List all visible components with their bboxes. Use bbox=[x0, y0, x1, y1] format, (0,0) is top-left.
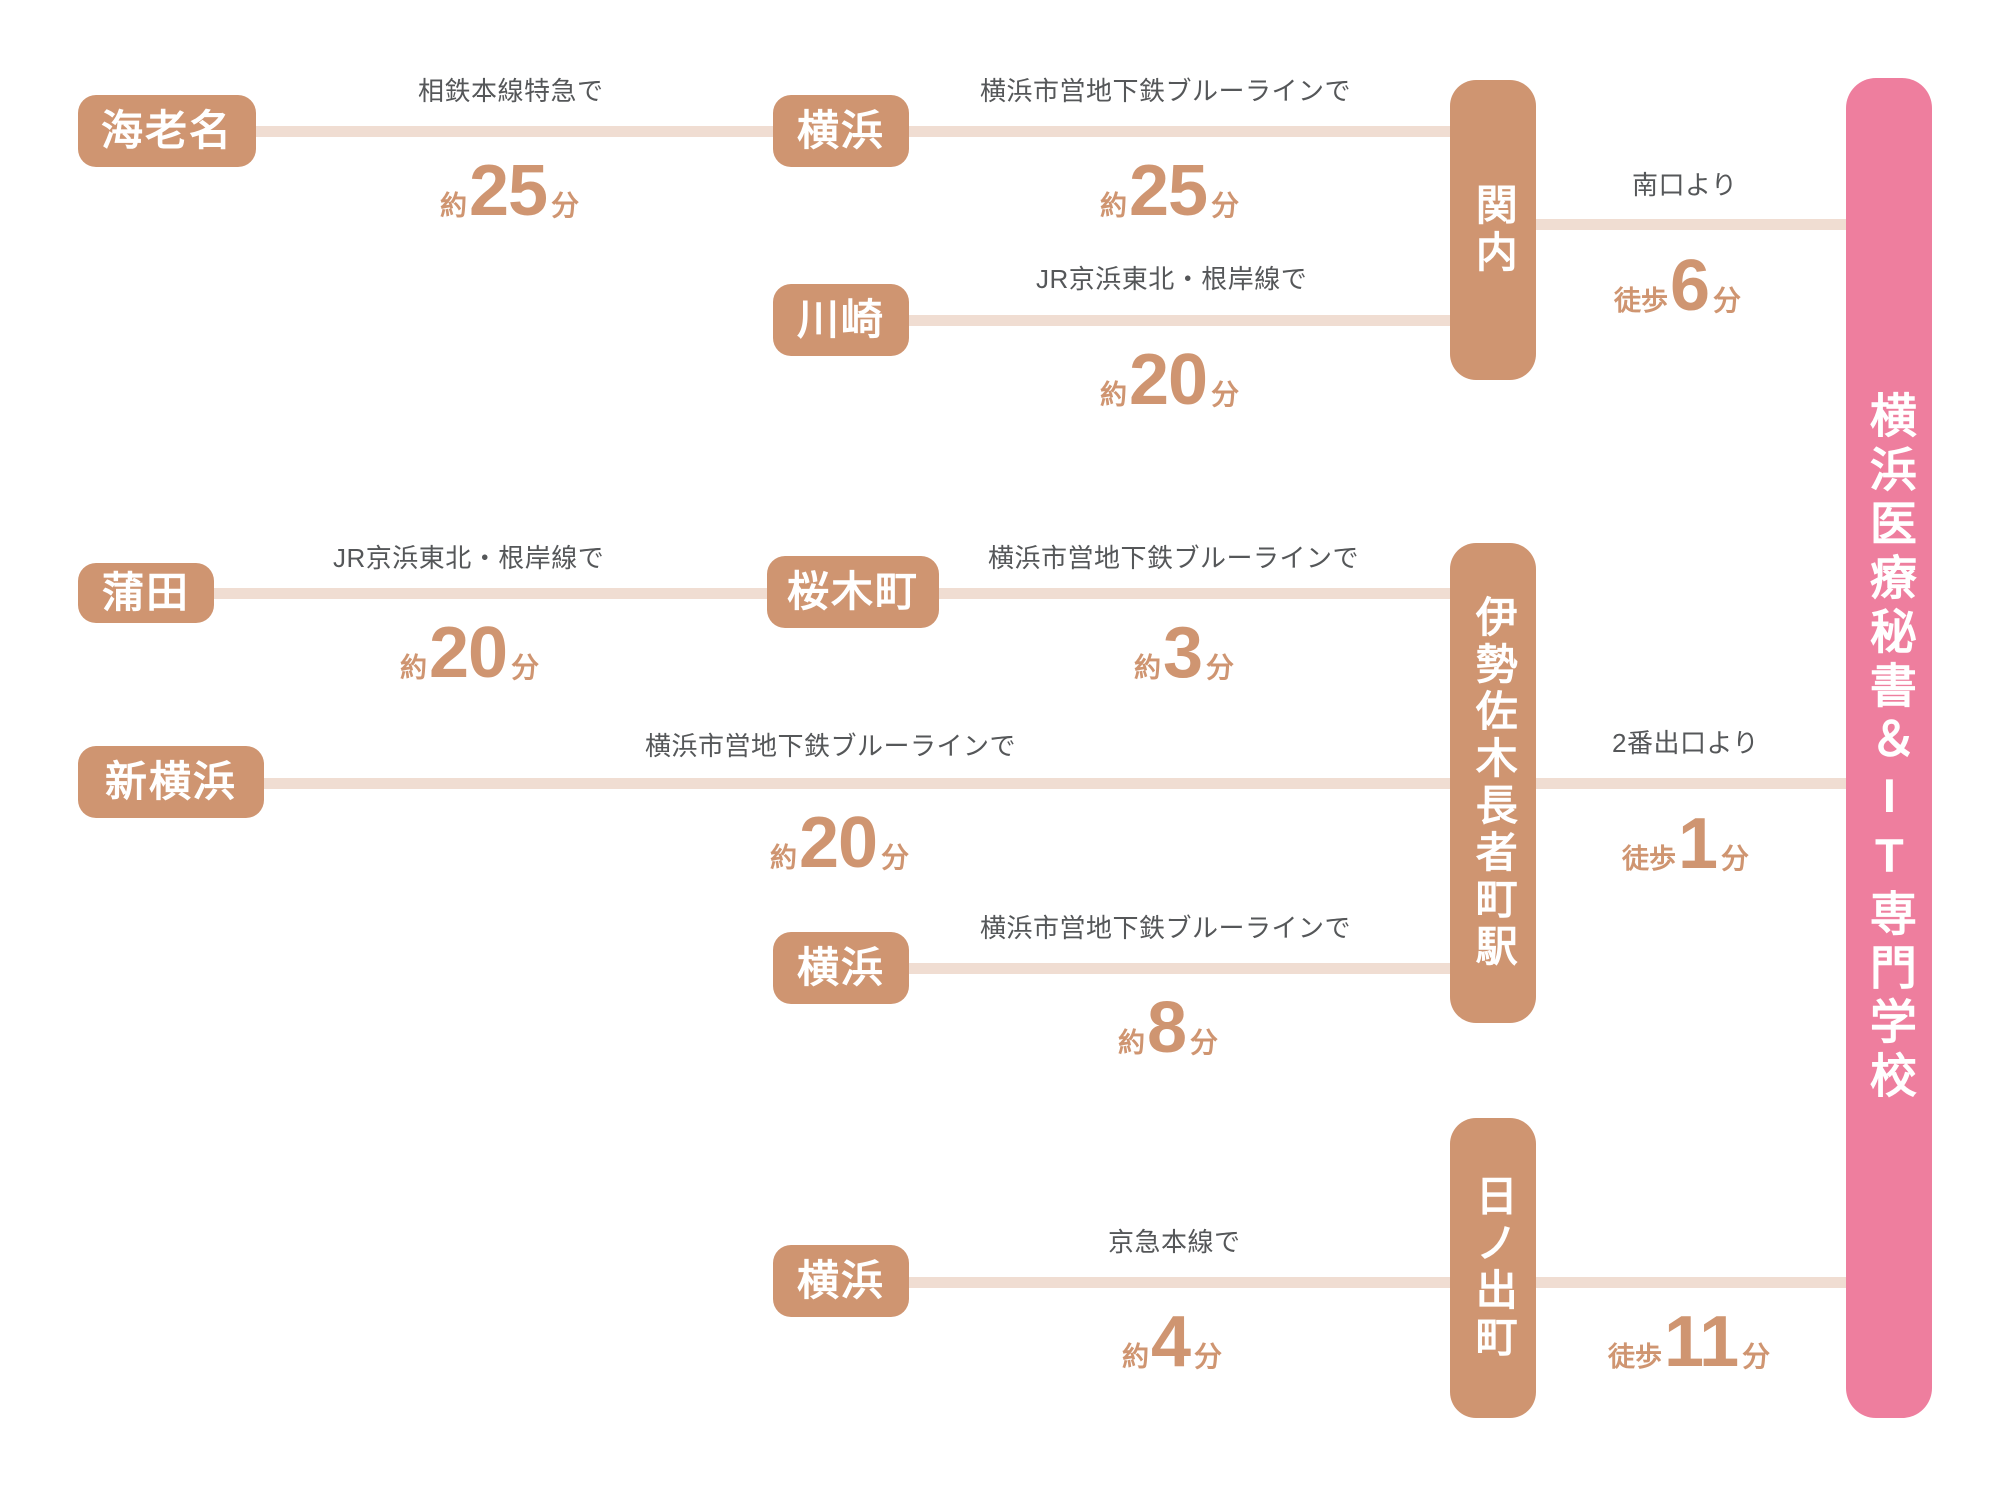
walk-prefix: 徒歩 bbox=[1622, 844, 1676, 874]
duration-value: 20 bbox=[799, 803, 878, 883]
duration-prefix: 約 bbox=[1134, 653, 1161, 683]
route-duration: 約 20 分 bbox=[1100, 344, 1239, 416]
connector-line bbox=[905, 315, 1450, 326]
connector-line bbox=[905, 1277, 1450, 1288]
walk-prefix: 徒歩 bbox=[1614, 286, 1668, 316]
route-duration: 約 3 分 bbox=[1134, 617, 1234, 689]
route-duration: 約 25 分 bbox=[440, 155, 579, 227]
hub-station-hinodecho[interactable]: 日ノ出町 bbox=[1450, 1118, 1536, 1418]
connector-line bbox=[1536, 778, 1846, 789]
hub-station-isezakichojamachi[interactable]: 伊勢佐木長者町駅 bbox=[1450, 543, 1536, 1023]
hub-station-label: 日ノ出町 bbox=[1470, 1174, 1518, 1362]
duration-prefix: 約 bbox=[1122, 1342, 1149, 1372]
hub-station-label: 関内 bbox=[1470, 183, 1518, 277]
duration-prefix: 約 bbox=[400, 653, 427, 683]
route-label: 横浜市営地下鉄ブルーラインで bbox=[645, 731, 1017, 761]
duration-value: 8 bbox=[1147, 988, 1187, 1068]
station-pill-kamata[interactable]: 蒲田 bbox=[78, 563, 214, 623]
hub-station-label: 伊勢佐木長者町駅 bbox=[1470, 595, 1518, 971]
walk-unit: 分 bbox=[1721, 843, 1750, 874]
walk-duration: 徒歩 1 分 bbox=[1622, 808, 1749, 880]
connector-line bbox=[905, 126, 1450, 137]
walk-value: 11 bbox=[1664, 1302, 1739, 1382]
duration-unit: 分 bbox=[1190, 1027, 1219, 1058]
connector-line bbox=[255, 778, 1450, 789]
route-label: 横浜市営地下鉄ブルーラインで bbox=[980, 913, 1352, 943]
station-pill-sakuragicho[interactable]: 桜木町 bbox=[767, 556, 939, 628]
route-duration: 約 4 分 bbox=[1122, 1306, 1222, 1378]
duration-unit: 分 bbox=[551, 190, 580, 221]
duration-prefix: 約 bbox=[1118, 1028, 1145, 1058]
route-duration: 約 20 分 bbox=[770, 807, 909, 879]
duration-unit: 分 bbox=[1211, 190, 1240, 221]
station-pill-ebina[interactable]: 海老名 bbox=[78, 95, 256, 167]
duration-value: 20 bbox=[1129, 340, 1208, 420]
duration-unit: 分 bbox=[1211, 379, 1240, 410]
destination-school-banner[interactable]: 横浜医療秘書＆IT専門学校 bbox=[1846, 78, 1932, 1418]
connector-line bbox=[190, 588, 775, 599]
connector-line bbox=[935, 588, 1450, 599]
connector-line bbox=[905, 963, 1450, 974]
duration-prefix: 約 bbox=[440, 191, 467, 221]
duration-unit: 分 bbox=[881, 842, 910, 873]
duration-value: 3 bbox=[1163, 613, 1203, 693]
walk-unit: 分 bbox=[1742, 1341, 1771, 1372]
station-pill-yokohama-2[interactable]: 横浜 bbox=[773, 932, 909, 1004]
connector-line bbox=[190, 126, 840, 137]
route-duration: 約 8 分 bbox=[1118, 992, 1218, 1064]
walk-unit: 分 bbox=[1713, 285, 1742, 316]
station-pill-yokohama-3[interactable]: 横浜 bbox=[773, 1245, 909, 1317]
duration-value: 20 bbox=[429, 613, 508, 693]
hub-station-kannai[interactable]: 関内 bbox=[1450, 80, 1536, 380]
connector-line bbox=[1536, 1277, 1846, 1288]
duration-prefix: 約 bbox=[1100, 380, 1127, 410]
duration-prefix: 約 bbox=[1100, 191, 1127, 221]
route-label: JR京浜東北・根岸線で bbox=[1036, 264, 1308, 294]
route-label: 横浜市営地下鉄ブルーラインで bbox=[988, 543, 1360, 573]
walk-exit-label: 2番出口より bbox=[1612, 728, 1759, 758]
duration-unit: 分 bbox=[511, 652, 540, 683]
connector-line bbox=[1536, 219, 1846, 230]
walk-prefix: 徒歩 bbox=[1608, 1342, 1662, 1372]
walk-duration: 徒歩 11 分 bbox=[1608, 1306, 1770, 1378]
route-label: 横浜市営地下鉄ブルーラインで bbox=[980, 76, 1352, 106]
walk-value: 1 bbox=[1678, 804, 1718, 884]
route-duration: 約 20 分 bbox=[400, 617, 539, 689]
duration-value: 25 bbox=[1129, 151, 1208, 231]
walk-exit-label: 南口より bbox=[1632, 170, 1738, 200]
station-pill-shin-yokohama[interactable]: 新横浜 bbox=[78, 746, 264, 818]
station-pill-yokohama-1[interactable]: 横浜 bbox=[773, 95, 909, 167]
duration-unit: 分 bbox=[1206, 652, 1235, 683]
duration-prefix: 約 bbox=[770, 843, 797, 873]
route-duration: 約 25 分 bbox=[1100, 155, 1239, 227]
route-label: 京急本線で bbox=[1108, 1227, 1241, 1257]
station-pill-kawasaki[interactable]: 川崎 bbox=[773, 284, 909, 356]
duration-value: 4 bbox=[1151, 1302, 1191, 1382]
route-label: 相鉄本線特急で bbox=[418, 76, 604, 106]
walk-value: 6 bbox=[1670, 246, 1710, 326]
duration-unit: 分 bbox=[1194, 1341, 1223, 1372]
route-label: JR京浜東北・根岸線で bbox=[333, 543, 605, 573]
walk-duration: 徒歩 6 分 bbox=[1614, 250, 1741, 322]
destination-school-label: 横浜医療秘書＆IT専門学校 bbox=[1862, 391, 1916, 1105]
duration-value: 25 bbox=[469, 151, 548, 231]
